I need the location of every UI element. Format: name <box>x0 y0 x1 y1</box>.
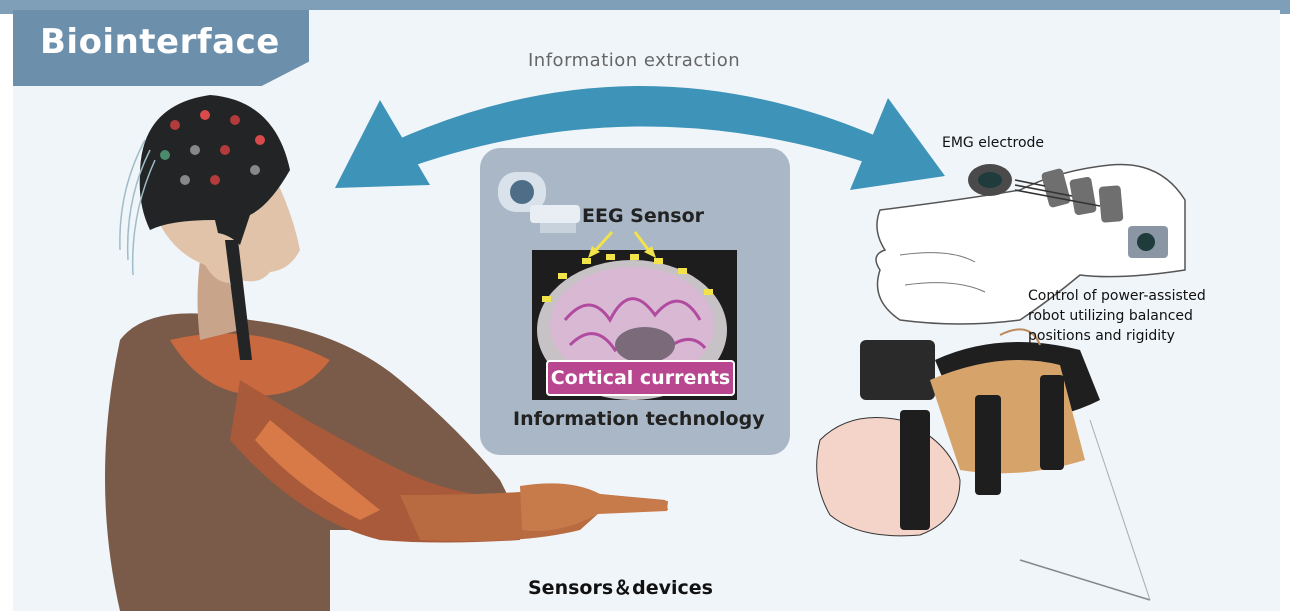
person-illustration <box>105 95 668 611</box>
arrow-label: Information extraction <box>528 50 741 71</box>
sensors-devices-caption: Sensors＆devices <box>528 577 713 599</box>
eeg-sensor-label: EEG Sensor <box>582 205 704 227</box>
cortical-currents-label: Cortical currents <box>546 360 735 396</box>
power-assist-robot-illustration <box>816 328 1151 601</box>
figure-title: Biointerface <box>40 22 280 62</box>
sensor-arrows <box>588 230 656 258</box>
robot-control-label: Control of power-assisted robot utilizin… <box>1028 288 1206 344</box>
information-technology-caption: Information technology <box>513 408 765 430</box>
emg-electrode-icon <box>968 164 1168 258</box>
title-tab <box>13 10 309 86</box>
scanner-icon <box>498 172 580 233</box>
emg-electrode-label: EMG electrode <box>942 135 1045 151</box>
double-arrow-icon <box>335 86 945 190</box>
